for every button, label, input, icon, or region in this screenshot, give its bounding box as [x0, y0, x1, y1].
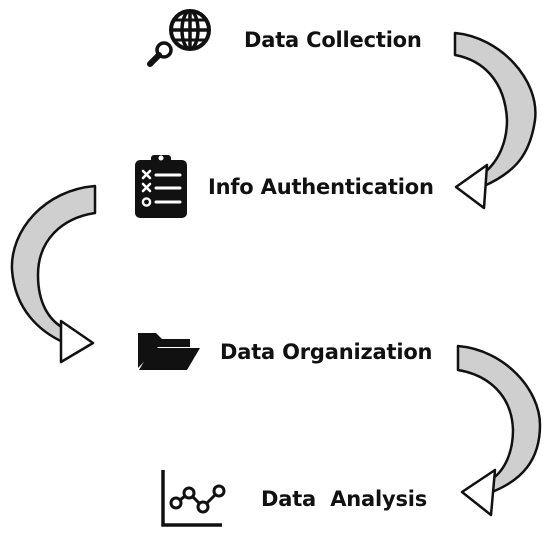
step-label-data-analysis: Data Analysis — [261, 487, 428, 511]
step-label-info-authentication: Info Authentication — [208, 175, 434, 199]
flow-arrow-left — [10, 184, 97, 364]
step-label-data-collection: Data Collection — [244, 28, 422, 52]
globe-search-icon — [147, 9, 211, 67]
flow-arrow-right-top — [453, 31, 537, 210]
line-chart-icon — [161, 470, 226, 527]
folder-open-icon — [138, 333, 200, 370]
step-label-data-organization: Data Organization — [220, 340, 433, 364]
clipboard-checklist-icon — [135, 155, 187, 218]
flow-arrow-right-bottom — [456, 344, 542, 517]
